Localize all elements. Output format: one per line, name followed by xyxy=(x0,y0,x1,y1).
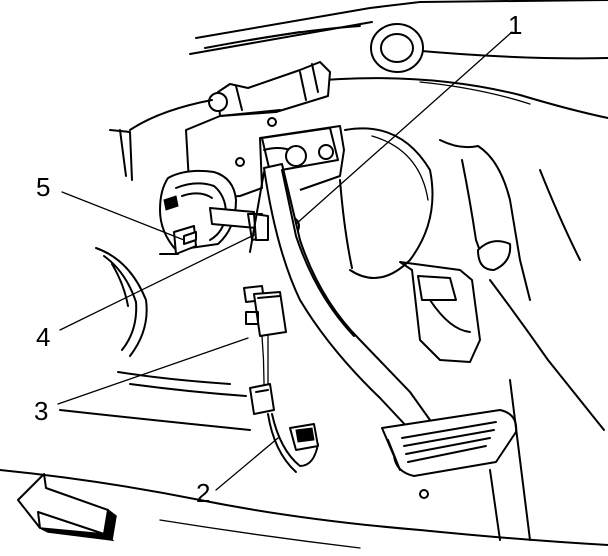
callout-4: 4 xyxy=(36,322,50,352)
brake-pedal-pad xyxy=(381,409,518,477)
wiring-harness xyxy=(243,285,319,473)
brake-pedal-arm xyxy=(249,163,431,431)
floor-panel xyxy=(0,371,608,549)
brake-booster-shape xyxy=(339,127,434,279)
pedal-bracket xyxy=(129,61,345,201)
leader-lines xyxy=(57,31,513,491)
callout-1: 1 xyxy=(508,10,522,40)
dash-upper-panel xyxy=(189,0,608,119)
front-of-vehicle-arrow-icon xyxy=(17,473,117,542)
callout-5: 5 xyxy=(36,172,50,202)
callout-3: 3 xyxy=(34,396,48,426)
callout-2: 2 xyxy=(196,478,210,508)
firewall-grommet xyxy=(370,23,424,73)
right-kick-panel xyxy=(399,139,605,431)
